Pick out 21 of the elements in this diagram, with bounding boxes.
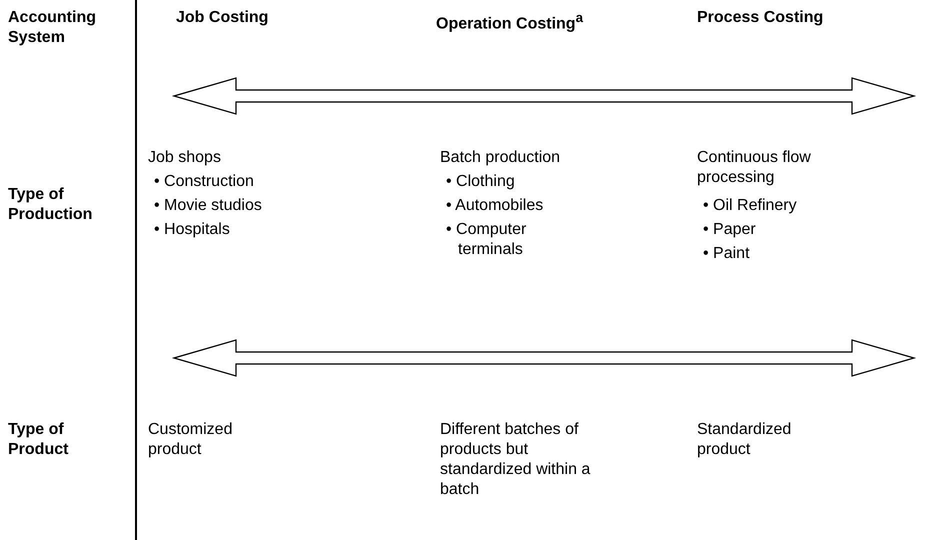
category-text: Different batches of products but standardized within a batch (440, 420, 592, 500)
category-text: Job shops (148, 148, 221, 168)
list-item: • Hospitals (154, 220, 231, 240)
category-text: Standardized product (697, 420, 792, 460)
column-header: Operation Costing$^{a}$ (436, 9, 583, 34)
row-header: Type of Product (8, 420, 70, 460)
category-text: Batch production (440, 148, 560, 168)
row-header: Type of Production (8, 185, 94, 225)
list-item: • Movie studios (154, 196, 262, 216)
row-header: Accounting System (8, 8, 97, 48)
list-item: • Automobiles (446, 196, 544, 216)
list-item: • Paper (703, 220, 757, 240)
list-item: • Clothing (446, 172, 516, 192)
list-item: • Computer terminals (446, 220, 528, 260)
list-item: • Construction (154, 172, 255, 192)
list-item: • Oil Refinery (703, 196, 797, 216)
category-text: Continuous flow processing (697, 148, 812, 188)
column-header: Job Costing (176, 8, 268, 28)
column-header: Process Costing (697, 8, 824, 28)
list-item: • Paint (703, 244, 751, 264)
category-text: Customized product (148, 420, 234, 460)
